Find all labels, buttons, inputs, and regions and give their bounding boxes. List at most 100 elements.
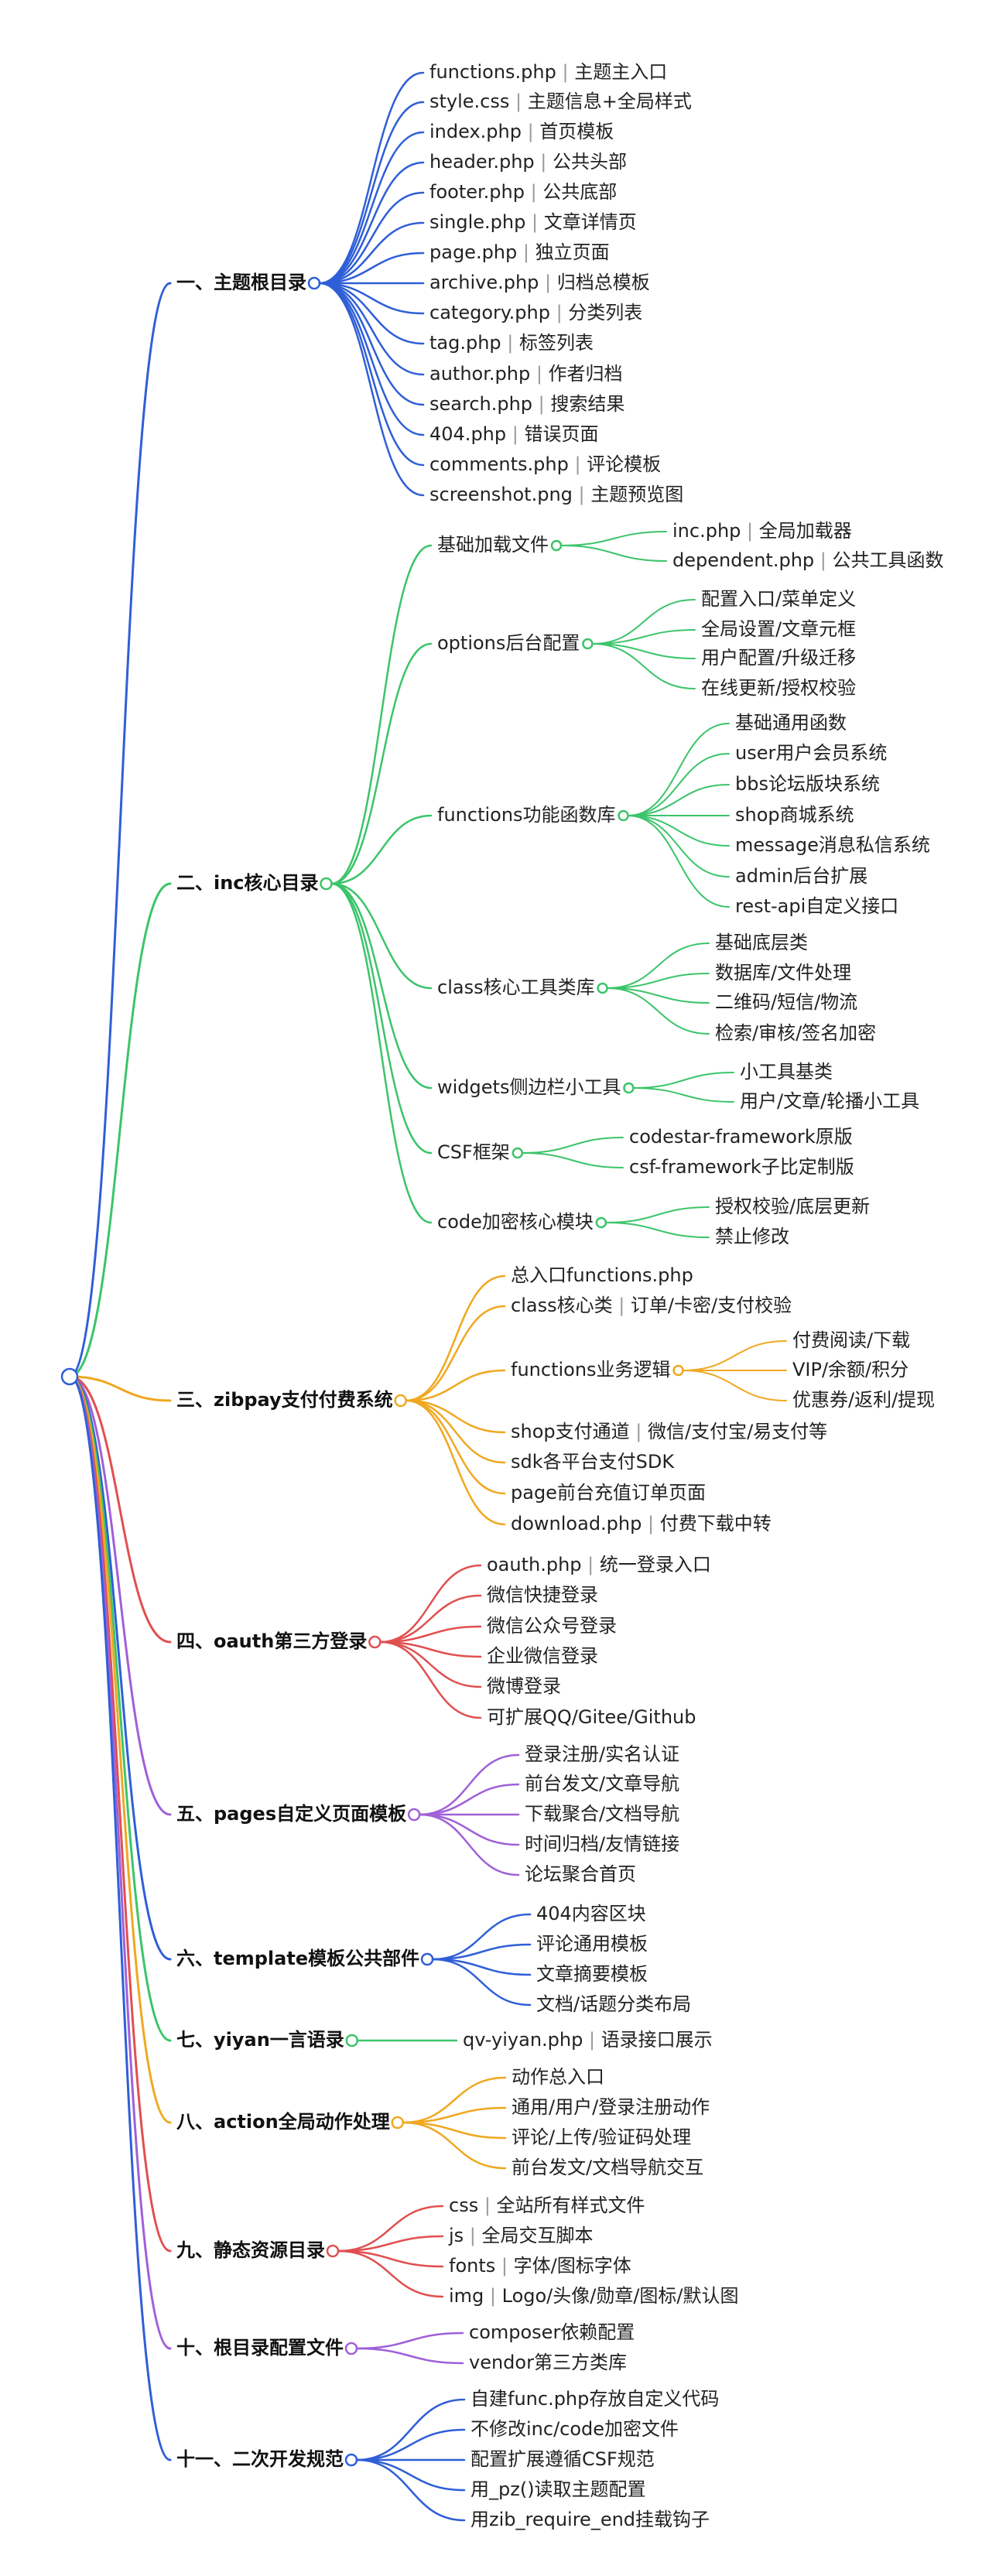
section-label: 十一、二次开发规范	[176, 2448, 344, 2470]
group-node	[595, 1216, 607, 1229]
section-node	[394, 1394, 407, 1408]
leaf-label: 在线更新/授权校验	[701, 677, 856, 699]
section-node	[307, 276, 321, 290]
leaf-link	[521, 1137, 624, 1154]
leaf-label: bbs论坛版块系统	[735, 773, 880, 795]
leaf-label: composer依赖配置	[469, 2321, 635, 2343]
leaf-label: inc.php | 全局加载器	[672, 520, 852, 542]
leaf-link	[591, 643, 696, 659]
leaf-link	[431, 1958, 532, 1976]
leaf-label: 不修改inc/code加密文件	[470, 2418, 679, 2440]
leaf-label: 用户配置/升级迁移	[701, 647, 856, 669]
section-label: 一、主题根目录	[176, 272, 306, 293]
leaf-label: 评论通用模板	[536, 1933, 648, 1955]
section-node	[320, 877, 333, 891]
section-label: 六、template模板公共部件	[176, 1948, 419, 1969]
leaf-label: qv-yiyan.php | 语录接口展示	[463, 2029, 713, 2051]
leaf-label: single.php | 文章详情页	[429, 211, 637, 233]
leaf-link	[337, 2249, 444, 2298]
leaf-link	[405, 1399, 506, 1464]
group-node	[672, 1364, 684, 1377]
leaf-label: fonts | 字体/图标字体	[449, 2255, 631, 2277]
leaf-link	[591, 629, 696, 645]
leaf-link	[431, 1958, 532, 2006]
leaf-link	[604, 1206, 710, 1223]
section-node	[368, 1635, 382, 1649]
leaf-link	[521, 1152, 624, 1168]
section-link	[68, 1375, 172, 2461]
leaf-label: shop支付通道 | 微信/支付宝/易支付等	[511, 1421, 827, 1442]
group-link	[330, 882, 433, 1224]
leaf-link	[591, 599, 696, 645]
leaf-label: 下载聚合/文档导航	[525, 1803, 679, 1825]
leaf-label: shop商城系统	[735, 804, 854, 826]
leaf-link	[627, 723, 730, 816]
leaf-label: rest-api自定义接口	[735, 895, 898, 917]
leaf-label: 配置扩展遵循CSF规范	[470, 2448, 655, 2470]
section-link	[68, 1375, 172, 1644]
leaf-label: class核心类 | 订单/卡密/支付校验	[511, 1295, 792, 1316]
leaf-label: 404内容区块	[536, 1903, 646, 1924]
section-label: 二、inc核心目录	[176, 872, 319, 894]
leaf-label: style.css | 主题信息+全局样式	[429, 91, 692, 112]
leaf-label: admin后台扩展	[735, 865, 867, 887]
section-link	[68, 1375, 172, 1402]
section-label: 八、action全局动作处理	[176, 2111, 390, 2133]
section-label: 三、zibpay支付付费系统	[176, 1389, 393, 1411]
leaf-label: 基础通用函数	[735, 712, 847, 734]
leaf-link	[405, 1399, 506, 1526]
leaf-link	[355, 2458, 466, 2492]
leaf-label: search.php | 搜索结果	[429, 393, 624, 415]
leaf-link	[318, 282, 425, 497]
leaf-link	[318, 131, 425, 285]
leaf-label: 优惠券/返利/提现	[792, 1389, 935, 1411]
leaf-label: page.php | 独立页面	[429, 241, 610, 263]
group-link	[330, 544, 433, 885]
leaf-label: archive.php | 归档总模板	[429, 272, 650, 293]
group-label: options后台配置	[437, 632, 580, 654]
leaf-label: 企业微信登录	[487, 1645, 598, 1667]
leaf-label: sdk各平台支付SDK	[511, 1451, 675, 1473]
leaf-label: 前台发文/文档导航交互	[512, 2157, 703, 2178]
leaf-link	[627, 784, 730, 816]
leaf-label: 动作总入口	[512, 2066, 604, 2088]
leaf-link	[627, 815, 730, 908]
leaf-label: 微信公众号登录	[487, 1615, 617, 1637]
leaf-link	[402, 2106, 507, 2124]
leaf-link	[627, 753, 730, 816]
section-label: 七、yiyan一言语录	[176, 2029, 344, 2051]
leaf-label: 全局设置/文章元框	[701, 618, 856, 640]
leaf-label: index.php | 首页模板	[429, 121, 614, 142]
leaf-link	[604, 1222, 710, 1238]
group-label: CSF框架	[437, 1141, 510, 1163]
leaf-link	[632, 1072, 734, 1089]
leaf-link	[318, 251, 425, 285]
section-node	[407, 1808, 421, 1822]
leaf-link	[318, 71, 425, 285]
leaf-label: functions.php | 主题主入口	[429, 61, 667, 83]
leaf-label: 自建func.php存放自定义代码	[470, 2388, 719, 2410]
leaf-label: 论坛聚合首页	[525, 1863, 636, 1885]
leaf-label: 付费阅读/下载	[792, 1329, 910, 1351]
leaf-label: js | 全局交互脚本	[448, 2225, 594, 2246]
section-label: 五、pages自定义页面模板	[176, 1803, 407, 1825]
leaf-link	[355, 2398, 466, 2461]
leaf-link	[318, 221, 425, 285]
leaf-link	[379, 1594, 482, 1644]
leaf-label: oauth.php | 统一登录入口	[487, 1554, 711, 1575]
group-link	[330, 882, 433, 1155]
leaf-label: 评论/上传/验证码处理	[512, 2126, 691, 2148]
leaf-link	[379, 1640, 482, 1658]
leaf-link	[418, 1783, 520, 1816]
leaf-label: author.php | 作者归档	[429, 363, 623, 385]
group-label: functions业务逻辑	[511, 1359, 671, 1380]
leaf-link	[606, 973, 710, 989]
group-label: code加密核心模块	[437, 1211, 594, 1233]
leaf-label: 微信快捷登录	[487, 1584, 598, 1606]
section-node	[345, 2034, 359, 2047]
leaf-label: 用户/文章/轮播小工具	[740, 1090, 919, 1112]
leaf-link	[431, 1913, 532, 1961]
leaf-link	[560, 545, 667, 562]
leaf-label: 文档/话题分类布局	[536, 1993, 691, 2015]
